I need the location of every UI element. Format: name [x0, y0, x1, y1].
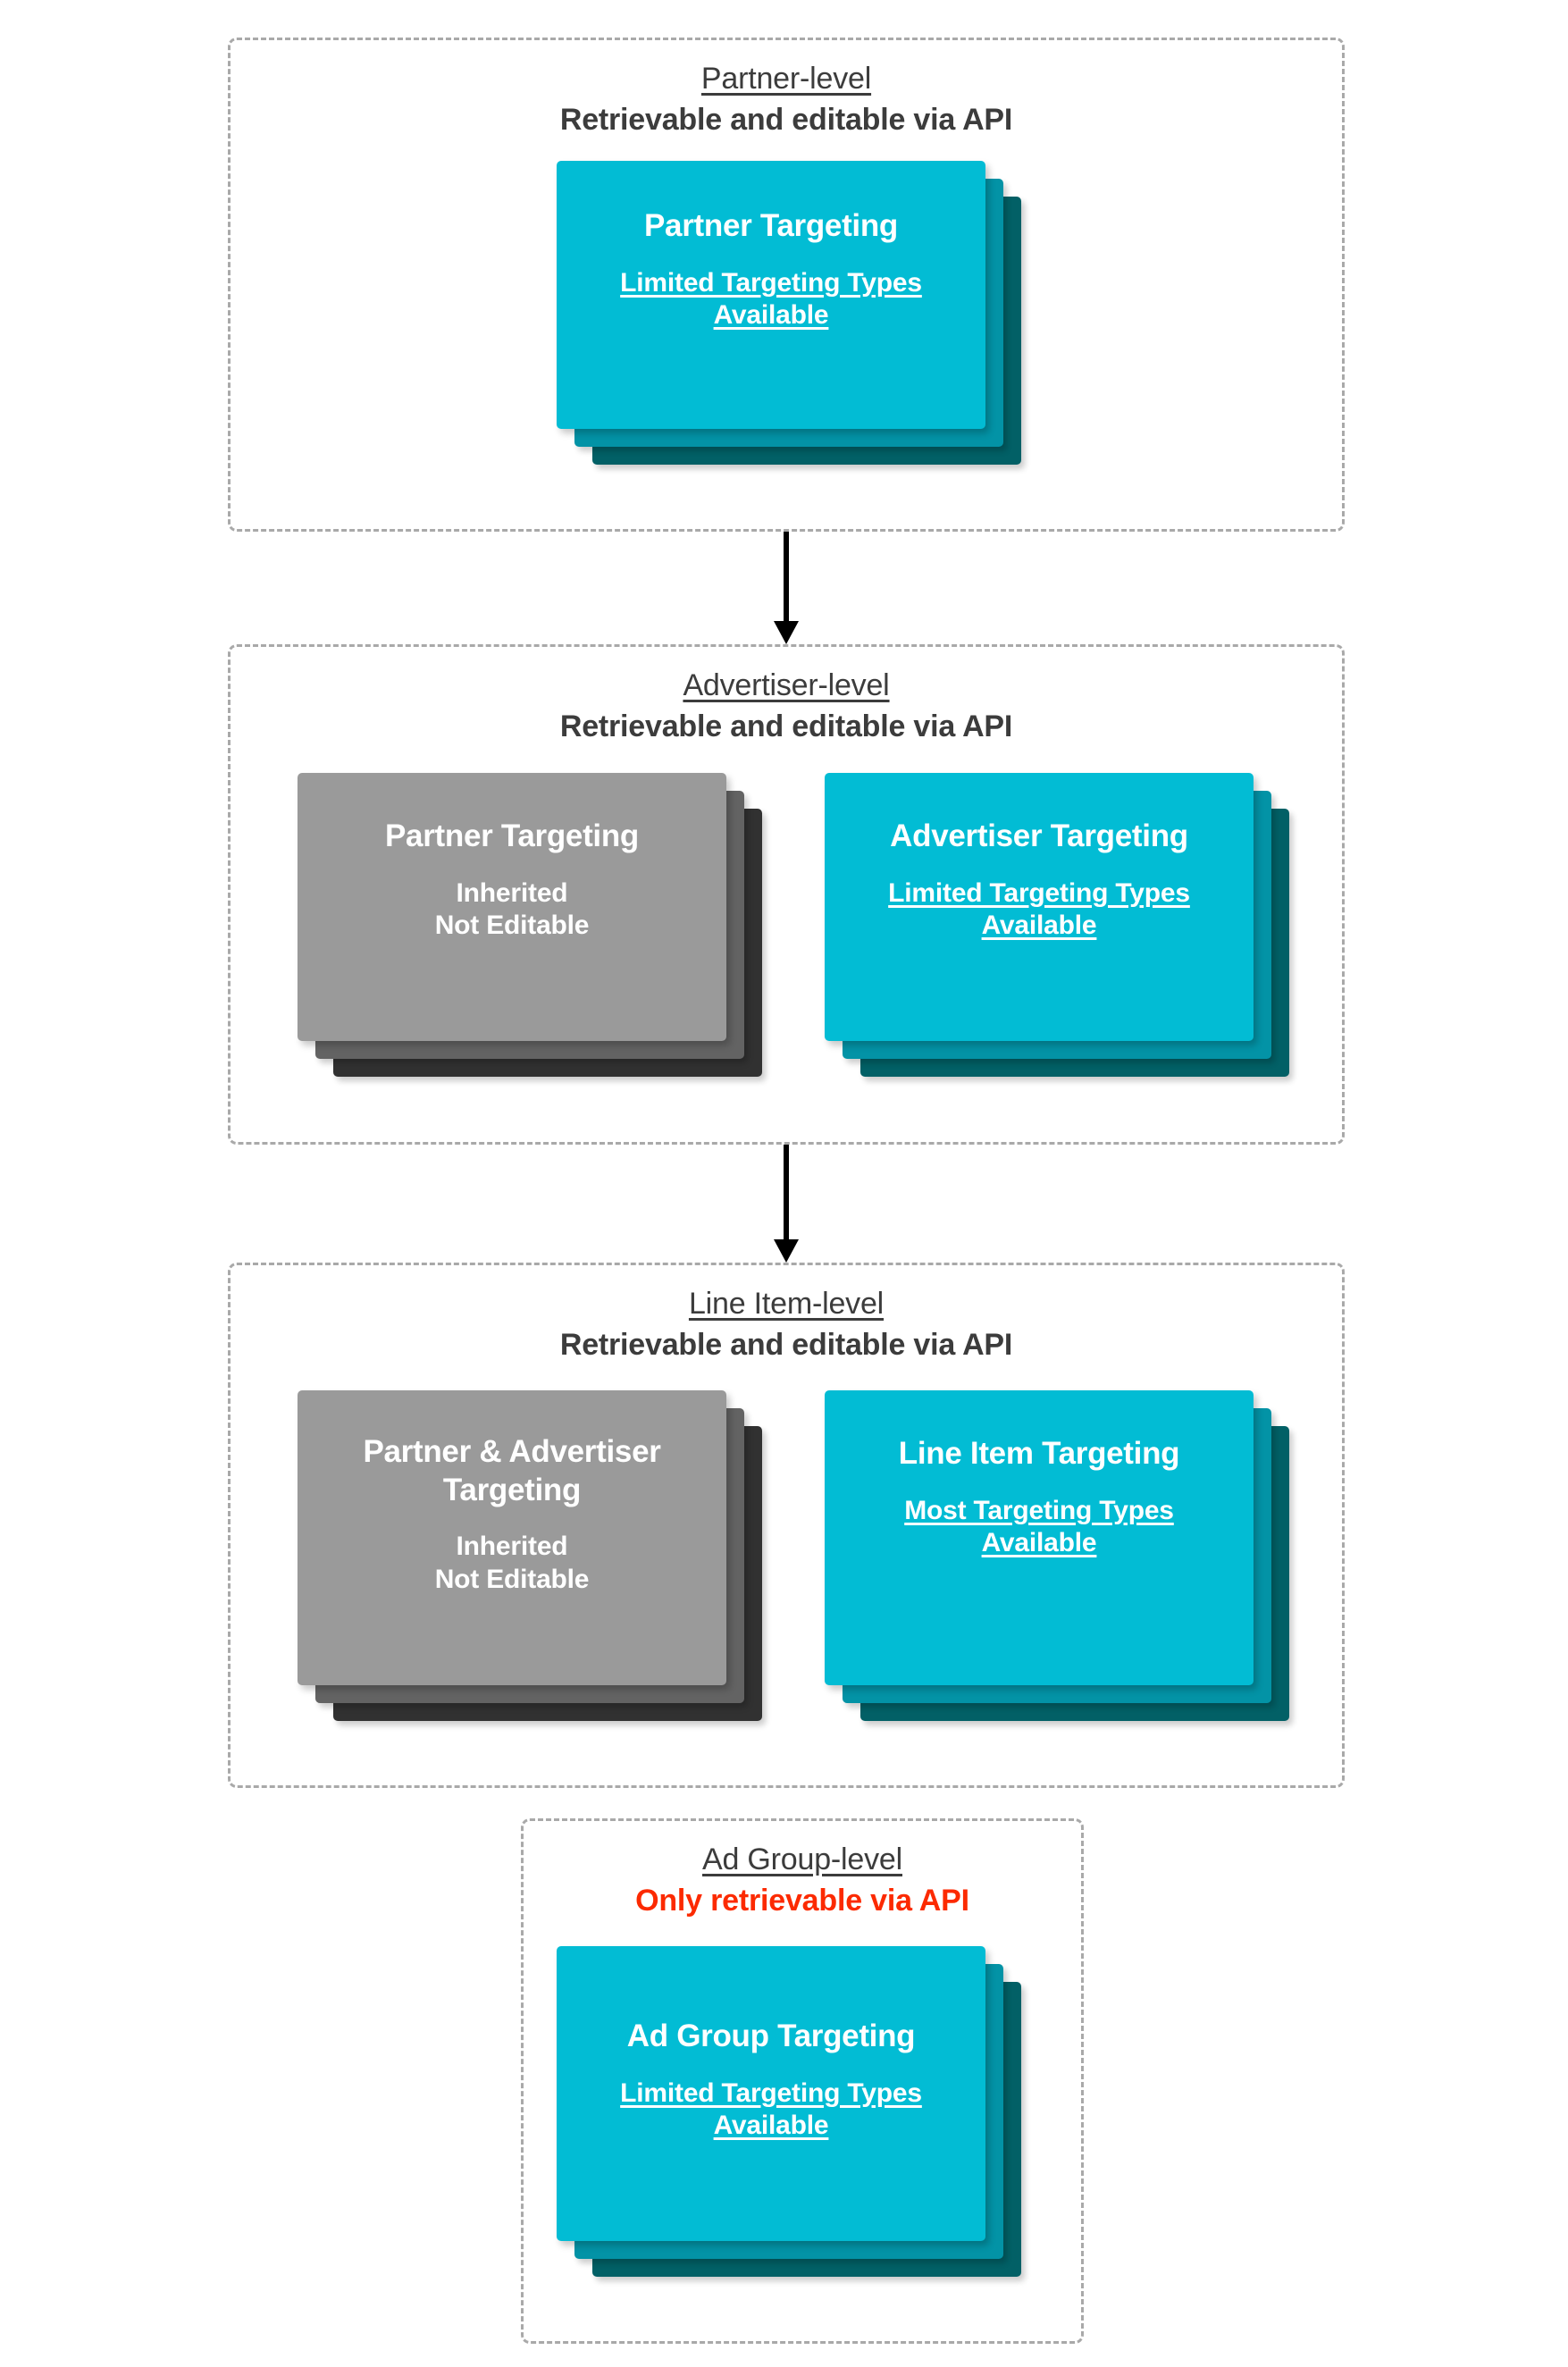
card-layer-front: Partner & Advertiser Targeting Inherited…	[298, 1390, 726, 1685]
card-subtitle-line2: Available	[713, 2111, 829, 2141]
card-subtitle-line2: Not Editable	[434, 911, 590, 941]
card-layer-front: Advertiser Targeting Limited Targeting T…	[825, 773, 1254, 1041]
level-name-adgroup: Ad Group-level	[702, 1842, 902, 1876]
level-box-advertiser: Advertiser-level Retrievable and editabl…	[228, 644, 1345, 1145]
card-title: Advertiser Targeting	[890, 818, 1188, 853]
card-subtitle-line1: Inherited	[456, 877, 568, 908]
level-header-lineitem: Line Item-level Retrievable and editable…	[231, 1265, 1342, 1364]
card-title: Partner & Advertiser Targeting	[363, 1434, 661, 1507]
card-subtitle-line2: Available	[981, 1528, 1097, 1558]
card-stack-lineitem-partner-advertiser-targeting[interactable]: Partner & Advertiser Targeting Inherited…	[298, 1390, 762, 1721]
level-api-note-advertiser: Retrievable and editable via API	[559, 709, 1013, 743]
card-stack-lineitem-targeting[interactable]: Line Item Targeting Most Targeting Types…	[825, 1390, 1289, 1721]
card-stack-advertiser-targeting[interactable]: Advertiser Targeting Limited Targeting T…	[825, 773, 1289, 1077]
level-api-note-lineitem: Retrievable and editable via API	[559, 1327, 1013, 1362]
level-box-lineitem: Line Item-level Retrievable and editable…	[228, 1263, 1345, 1788]
card-stack-adgroup-targeting[interactable]: Ad Group Targeting Limited Targeting Typ…	[557, 1946, 1021, 2277]
card-subtitle-line1: Limited Targeting Types	[620, 267, 922, 298]
connector-arrow-partner-to-advertiser	[768, 532, 804, 644]
arrow-shaft	[784, 1145, 789, 1239]
level-name-partner: Partner-level	[700, 62, 872, 96]
arrow-head-icon	[774, 1239, 799, 1263]
level-header-advertiser: Advertiser-level Retrievable and editabl…	[231, 647, 1342, 746]
connector-arrow-advertiser-to-lineitem	[768, 1145, 804, 1263]
card-layer-front: Partner Targeting Inherited Not Editable	[298, 773, 726, 1041]
level-name-advertiser: Advertiser-level	[683, 668, 890, 702]
arrow-shaft	[784, 532, 789, 621]
arrow-head-icon	[774, 621, 799, 644]
card-title: Partner Targeting	[384, 818, 640, 853]
card-title: Line Item Targeting	[898, 1436, 1180, 1471]
level-box-adgroup: Ad Group-level Only retrievable via API …	[521, 1818, 1084, 2344]
card-subtitle-line1: Most Targeting Types	[904, 1495, 1174, 1525]
card-layer-front: Partner Targeting Limited Targeting Type…	[557, 161, 985, 429]
card-subtitle-line2: Available	[981, 911, 1097, 941]
level-name-lineitem: Line Item-level	[688, 1287, 885, 1321]
level-header-partner: Partner-level Retrievable and editable v…	[231, 40, 1342, 139]
level-api-note-adgroup: Only retrievable via API	[635, 1883, 969, 1918]
card-title: Partner Targeting	[643, 208, 899, 243]
card-title: Ad Group Targeting	[626, 2019, 916, 2053]
card-subtitle-line1: Inherited	[456, 1532, 568, 1562]
card-subtitle-line2: Available	[713, 300, 829, 331]
level-api-note-partner: Retrievable and editable via API	[559, 102, 1013, 137]
level-box-partner: Partner-level Retrievable and editable v…	[228, 38, 1345, 532]
level-header-adgroup: Ad Group-level Only retrievable via API	[524, 1821, 1081, 1920]
card-layer-front: Line Item Targeting Most Targeting Types…	[825, 1390, 1254, 1685]
card-stack-partner-targeting[interactable]: Partner Targeting Limited Targeting Type…	[557, 161, 1021, 465]
card-subtitle-line1: Limited Targeting Types	[620, 2077, 922, 2108]
card-subtitle-line1: Limited Targeting Types	[888, 877, 1190, 908]
card-stack-advertiser-partner-targeting[interactable]: Partner Targeting Inherited Not Editable	[298, 773, 762, 1077]
card-layer-front: Ad Group Targeting Limited Targeting Typ…	[557, 1946, 985, 2241]
card-subtitle-line2: Not Editable	[434, 1564, 590, 1594]
